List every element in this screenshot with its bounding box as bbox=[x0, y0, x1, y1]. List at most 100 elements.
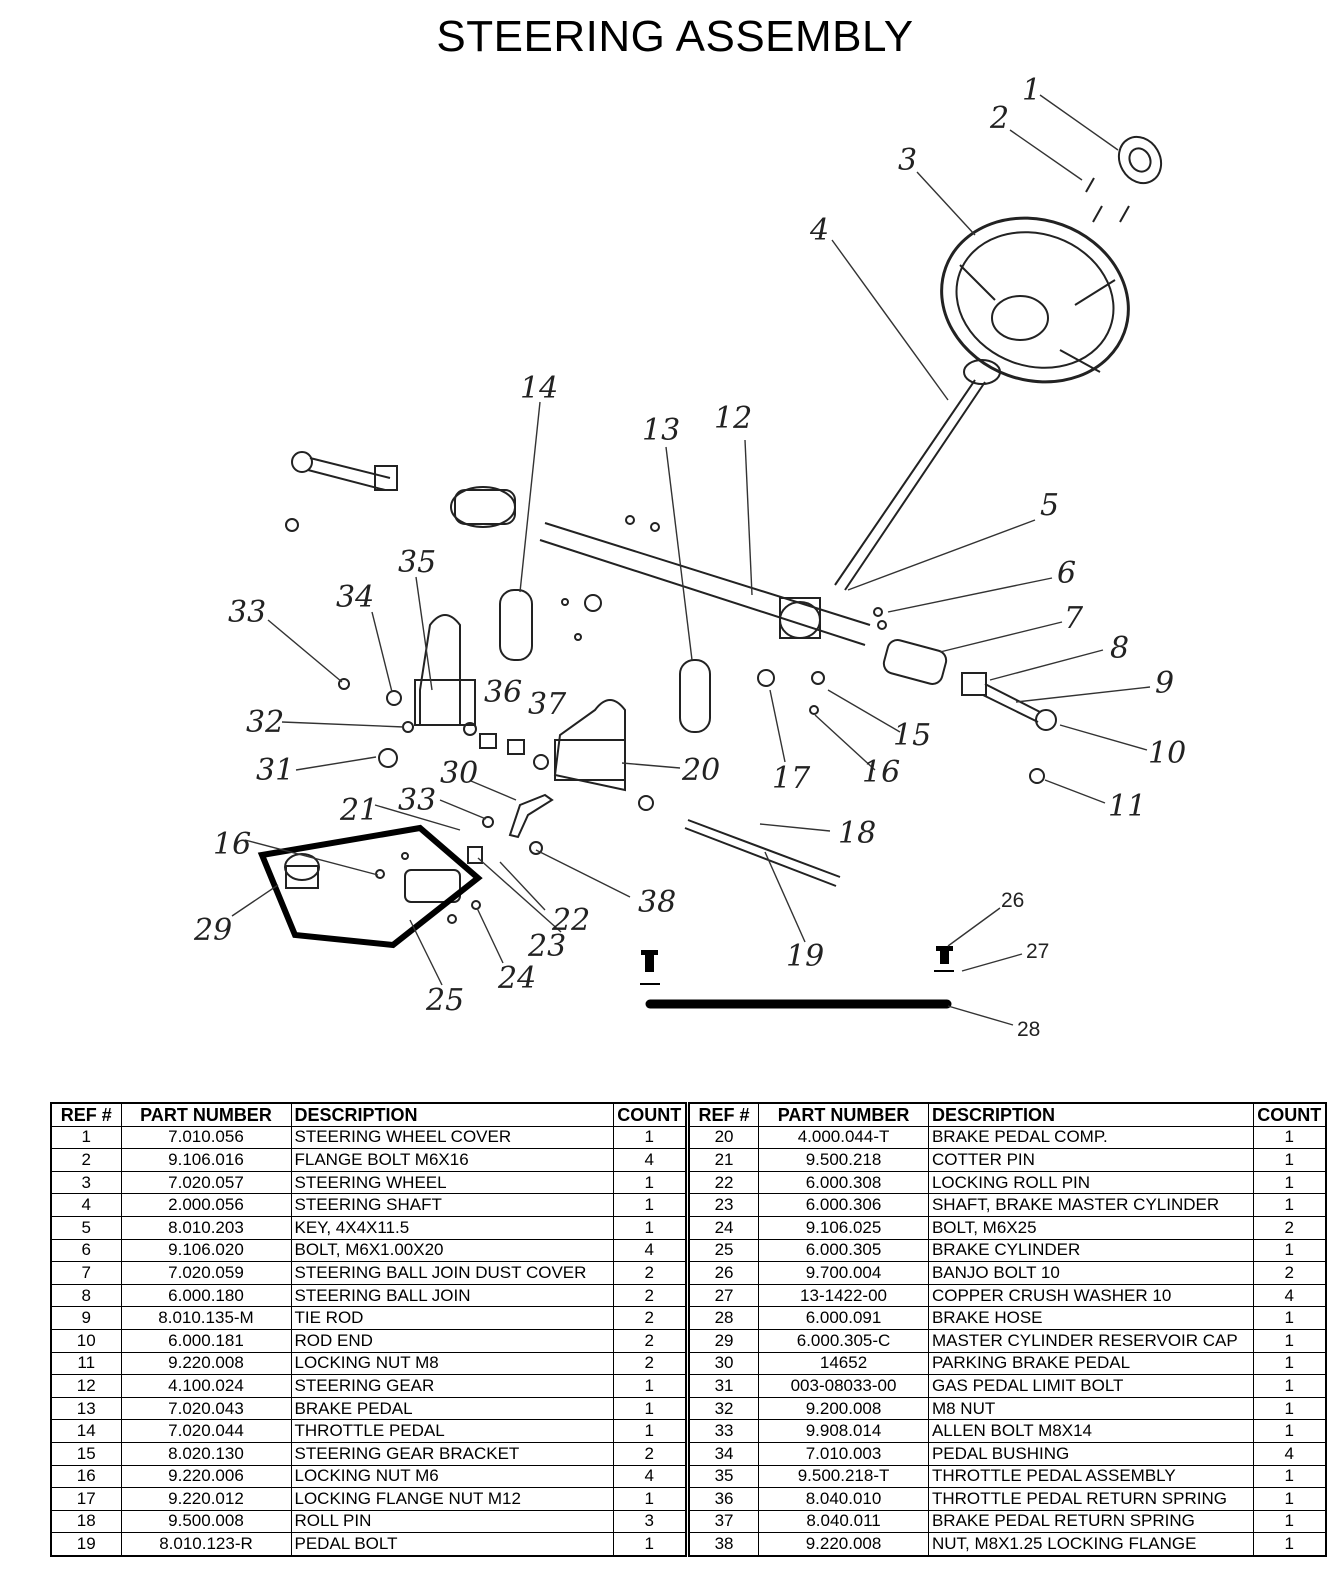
part-number-cell: 6.000.308 bbox=[758, 1170, 929, 1195]
callout-29: 29 bbox=[193, 913, 232, 948]
callout-37: 37 bbox=[528, 687, 567, 722]
ref-cell: 12 bbox=[50, 1374, 122, 1398]
description-cell: ROD END bbox=[290, 1328, 614, 1353]
description-cell: STEERING SHAFT bbox=[290, 1193, 614, 1217]
ref-cell: 29 bbox=[688, 1328, 760, 1353]
description-cell: FLANGE BOLT M6X16 bbox=[290, 1148, 614, 1172]
count-cell: 1 bbox=[1252, 1464, 1327, 1489]
pedal-bolt-part bbox=[684, 819, 841, 887]
description-cell: COPPER CRUSH WASHER 10 bbox=[927, 1283, 1254, 1308]
callout-24: 24 bbox=[497, 961, 536, 996]
table-header-row: REF # PART NUMBER DESCRIPTION COUNT bbox=[688, 1102, 1327, 1127]
ref-cell: 13 bbox=[50, 1396, 122, 1421]
ref-cell: 34 bbox=[688, 1441, 760, 1466]
count-cell: 1 bbox=[1252, 1306, 1327, 1330]
parts-table-left: REF # PART NUMBER DESCRIPTION COUNT 1 7.0… bbox=[50, 1102, 687, 1557]
callout-28: 28 bbox=[1017, 1018, 1040, 1041]
part-number-cell: 7.010.003 bbox=[758, 1441, 929, 1466]
count-cell: 2 bbox=[612, 1306, 687, 1330]
part-number-cell: 9.500.218 bbox=[758, 1148, 929, 1172]
callout-30: 30 bbox=[440, 756, 478, 791]
callout-4: 4 bbox=[809, 213, 829, 248]
ref-cell: 16 bbox=[50, 1464, 122, 1489]
part-number-cell: 9.500.008 bbox=[120, 1509, 292, 1534]
leader-lines bbox=[231, 94, 1151, 1026]
part-number-cell: 9.220.012 bbox=[120, 1487, 292, 1511]
ref-cell: 19 bbox=[50, 1532, 122, 1557]
part-number-cell: 003-08033-00 bbox=[758, 1374, 929, 1398]
part-number-cell: 6.000.181 bbox=[120, 1328, 292, 1353]
count-cell: 1 bbox=[1252, 1170, 1327, 1195]
count-cell: 1 bbox=[612, 1419, 687, 1443]
description-cell: LOCKING ROLL PIN bbox=[927, 1170, 1254, 1195]
count-cell: 2 bbox=[1252, 1215, 1327, 1240]
ref-cell: 9 bbox=[50, 1306, 122, 1330]
ref-cell: 35 bbox=[688, 1464, 760, 1489]
callout-2: 2 bbox=[989, 101, 1009, 136]
part-number-cell: 6.000.091 bbox=[758, 1306, 929, 1330]
table-header-row: REF # PART NUMBER DESCRIPTION COUNT bbox=[50, 1102, 687, 1127]
callout-14: 14 bbox=[520, 371, 558, 406]
count-cell: 1 bbox=[1252, 1396, 1327, 1421]
ref-cell: 23 bbox=[688, 1193, 760, 1217]
callout-34: 34 bbox=[336, 580, 374, 615]
description-cell: MASTER CYLINDER RESERVOIR CAP bbox=[927, 1328, 1254, 1353]
description-cell: SHAFT, BRAKE MASTER CYLINDER bbox=[927, 1193, 1254, 1217]
tie-rod-right-part bbox=[961, 672, 1057, 731]
count-header: COUNT bbox=[1252, 1102, 1327, 1127]
count-cell: 1 bbox=[1252, 1532, 1327, 1557]
description-cell: LOCKING NUT M8 bbox=[290, 1351, 614, 1376]
description-cell: BRAKE PEDAL RETURN SPRING bbox=[927, 1509, 1254, 1534]
springs-part bbox=[463, 722, 654, 811]
description-cell: ALLEN BOLT M8X14 bbox=[927, 1419, 1254, 1443]
part-number-cell: 4.100.024 bbox=[120, 1374, 292, 1398]
ref-header: REF # bbox=[50, 1102, 122, 1127]
ref-cell: 31 bbox=[688, 1374, 760, 1398]
parking-brake-pedal-part bbox=[508, 793, 554, 839]
ref-cell: 15 bbox=[50, 1441, 122, 1466]
callout-26: 26 bbox=[1001, 889, 1024, 912]
part-number-cell: 6.000.305-C bbox=[758, 1328, 929, 1353]
throttle-pedal-assembly-part bbox=[414, 614, 476, 726]
part-number-cell: 9.220.008 bbox=[758, 1532, 929, 1557]
ref-cell: 6 bbox=[50, 1238, 122, 1263]
ref-cell: 2 bbox=[50, 1148, 122, 1172]
count-cell: 2 bbox=[612, 1283, 687, 1308]
callout-25: 25 bbox=[425, 983, 464, 1018]
part-number-cell: 8.040.011 bbox=[758, 1509, 929, 1534]
part-number-cell: 9.106.016 bbox=[120, 1148, 292, 1172]
flange-bolts-part bbox=[1085, 177, 1130, 223]
exploded-parts-diagram: 1 2 3 4 5 6 7 8 9 10 11 12 13 14 15 16 1… bbox=[193, 73, 1186, 1041]
part-number-cell: 9.220.008 bbox=[120, 1351, 292, 1376]
part-number-header: PART NUMBER bbox=[120, 1102, 292, 1127]
callout-27: 27 bbox=[1026, 940, 1049, 963]
part-number-header: PART NUMBER bbox=[758, 1102, 929, 1127]
count-cell: 2 bbox=[612, 1261, 687, 1285]
ref-cell: 17 bbox=[50, 1487, 122, 1511]
ref-cell: 14 bbox=[50, 1419, 122, 1443]
callout-23: 23 bbox=[527, 929, 566, 964]
callout-5: 5 bbox=[1040, 488, 1059, 523]
part-number-cell: 7.020.043 bbox=[120, 1396, 292, 1421]
part-number-cell: 8.010.135-M bbox=[120, 1306, 292, 1330]
steering-wheel-cover-part bbox=[1117, 135, 1163, 185]
ref-cell: 8 bbox=[50, 1283, 122, 1308]
ref-cell: 32 bbox=[688, 1396, 760, 1421]
callout-18: 18 bbox=[838, 816, 876, 851]
callout-35: 35 bbox=[398, 545, 436, 580]
